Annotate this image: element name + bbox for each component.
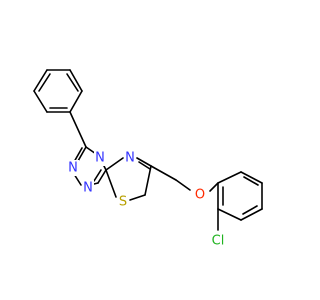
phenyl-inner-double-bond xyxy=(38,73,51,92)
chlorophenyl-inner-double-bond xyxy=(243,176,259,186)
phenyl-bond xyxy=(33,90,48,113)
atom-chlorine: Cl xyxy=(212,234,225,249)
atom-nitrogen-lower: N xyxy=(83,181,93,196)
triazole-bond xyxy=(93,182,99,185)
atom-label-mask xyxy=(124,150,136,166)
atom-nitrogen-left: N xyxy=(68,161,78,176)
atom-label-mask xyxy=(209,233,227,249)
chlorophenyl-inner-double-bond xyxy=(242,205,258,215)
ether-bond xyxy=(209,182,219,192)
atom-label-mask xyxy=(194,187,206,203)
chlorophenyl-bond xyxy=(217,171,242,184)
atom-nitrogen-upper: N xyxy=(95,151,105,166)
triazole-inner-double-bond xyxy=(93,169,102,182)
phenyl-inner-double-bond xyxy=(66,73,79,92)
triazole-bond xyxy=(97,169,107,184)
triazole-bond xyxy=(73,147,83,163)
atom-label-mask xyxy=(117,194,129,210)
chlorophenyl-bond xyxy=(240,171,263,184)
methylene-bond xyxy=(150,165,177,181)
thiadiazole-bond xyxy=(129,194,146,201)
phenyl-bond xyxy=(33,69,48,92)
thiadiazole-bond xyxy=(105,157,124,171)
phenyl-bond xyxy=(69,90,83,113)
thiadiazole-bond xyxy=(105,169,117,198)
chlorophenyl-bond xyxy=(240,208,263,221)
atom-oxygen: O xyxy=(195,188,205,203)
molecule-structure-diagram: N N N N S O Cl xyxy=(33,69,263,249)
atom-label-mask xyxy=(82,180,94,196)
atom-label-mask xyxy=(94,150,106,166)
chlorophenyl-bond xyxy=(217,208,242,221)
atom-nitrogen-right: N xyxy=(125,151,135,166)
phenyl-triazole-bond xyxy=(69,111,87,148)
bond-layer xyxy=(33,69,263,231)
thiadiazole-bond xyxy=(144,165,152,196)
atom-label-mask xyxy=(67,160,79,176)
triazole-bond xyxy=(77,146,87,162)
atom-labels: N N N N S O Cl xyxy=(67,150,227,249)
thiadiazole-bond xyxy=(138,161,151,170)
atom-sulfur: S xyxy=(119,195,127,210)
phenyl-bond xyxy=(69,69,83,92)
thiadiazole-bond xyxy=(136,157,152,167)
ether-bond xyxy=(175,179,191,191)
